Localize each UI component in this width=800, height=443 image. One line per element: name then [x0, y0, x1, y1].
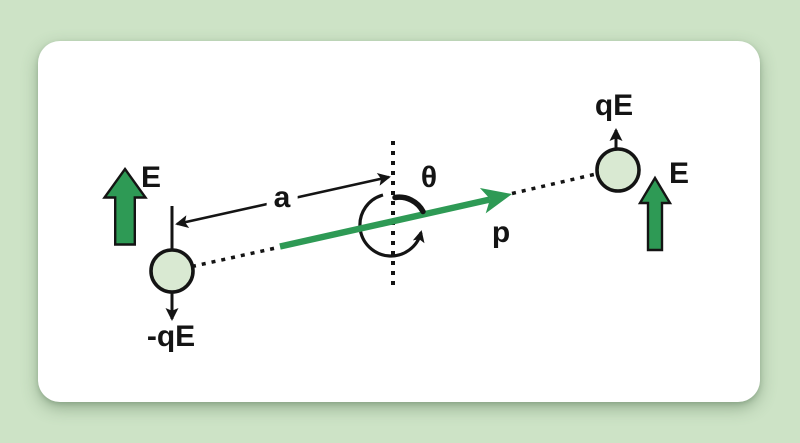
theta-angle-arc — [392, 194, 426, 215]
field-label-left: E — [140, 161, 162, 194]
dipole-moment-arrowhead — [479, 188, 512, 214]
field-block-arrow-right — [637, 175, 673, 252]
dipole-axis-dotted-right — [511, 172, 597, 196]
force-label-positive: qE — [594, 89, 634, 122]
dipole-moment-label: p — [491, 216, 511, 249]
field-label-right: E — [668, 157, 690, 190]
force-label-negative: -qE — [146, 320, 196, 353]
dipole-axis-dotted-left — [191, 245, 279, 269]
angle-label: θ — [420, 161, 438, 194]
separation-label: a — [266, 183, 298, 213]
positive-charge-circle — [595, 147, 641, 193]
dipole-moment-arrow-shaft — [279, 196, 491, 250]
negative-charge-circle — [149, 248, 195, 294]
field-block-arrow-left — [102, 166, 148, 246]
